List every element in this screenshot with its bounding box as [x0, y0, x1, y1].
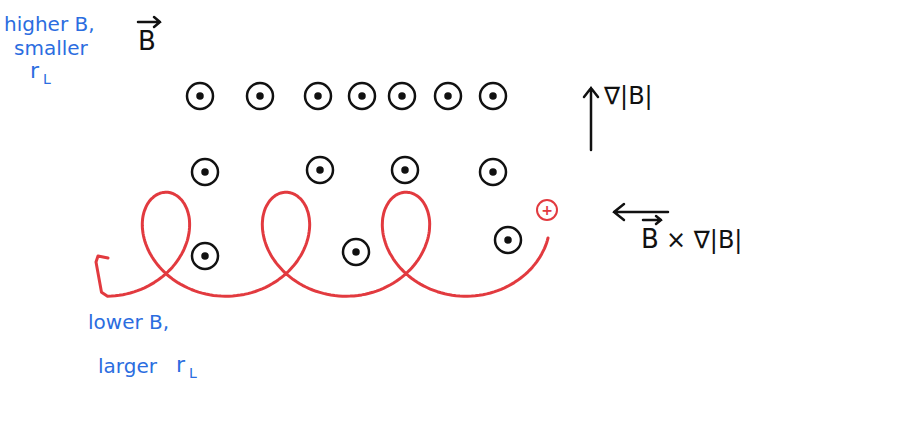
particle-trajectory: [96, 192, 548, 296]
field-dot: [354, 250, 359, 255]
field-out-of-page: [187, 83, 521, 269]
field-symbol: [495, 227, 521, 253]
field-dot: [506, 238, 511, 243]
subscript: L: [43, 72, 51, 86]
field-dot: [318, 168, 323, 173]
field-dot: [316, 94, 321, 99]
field-symbol: [480, 83, 506, 109]
field-symbol: [435, 83, 461, 109]
field-dot: [491, 170, 496, 175]
field-dot: [446, 94, 451, 99]
field-symbol: [307, 157, 333, 183]
region-note: r: [30, 60, 39, 82]
field-dot: [258, 94, 263, 99]
region-note: r: [176, 354, 185, 376]
field-symbol: [192, 243, 218, 269]
subscript: L: [189, 366, 197, 380]
field-symbol: [187, 83, 213, 109]
region-note: smaller: [14, 38, 88, 58]
field-symbol: [343, 239, 369, 265]
field-dot: [491, 94, 496, 99]
field-dot: [203, 254, 208, 259]
charged-particle: +: [536, 199, 558, 221]
field-dot: [403, 168, 408, 173]
gradient-label: ∇|B|: [604, 84, 653, 108]
field-symbol: [192, 159, 218, 185]
region-note: larger: [98, 356, 157, 376]
field-dot: [400, 94, 405, 99]
field-symbol-label: B: [138, 28, 156, 54]
vector-arrows: [138, 17, 668, 224]
field-dot: [203, 170, 208, 175]
field-symbol: [247, 83, 273, 109]
charge-sign: +: [541, 203, 553, 217]
field-symbol: [392, 157, 418, 183]
drift-direction-label: × ∇|B|: [666, 228, 742, 252]
field-dot: [198, 94, 203, 99]
field-symbol: [349, 83, 375, 109]
field-symbol: [305, 83, 331, 109]
region-note: lower B,: [88, 312, 169, 332]
region-note: higher B,: [4, 14, 95, 34]
field-symbol: [480, 159, 506, 185]
field-dot: [360, 94, 365, 99]
drift-direction-label: B: [641, 226, 659, 252]
field-symbol: [389, 83, 415, 109]
